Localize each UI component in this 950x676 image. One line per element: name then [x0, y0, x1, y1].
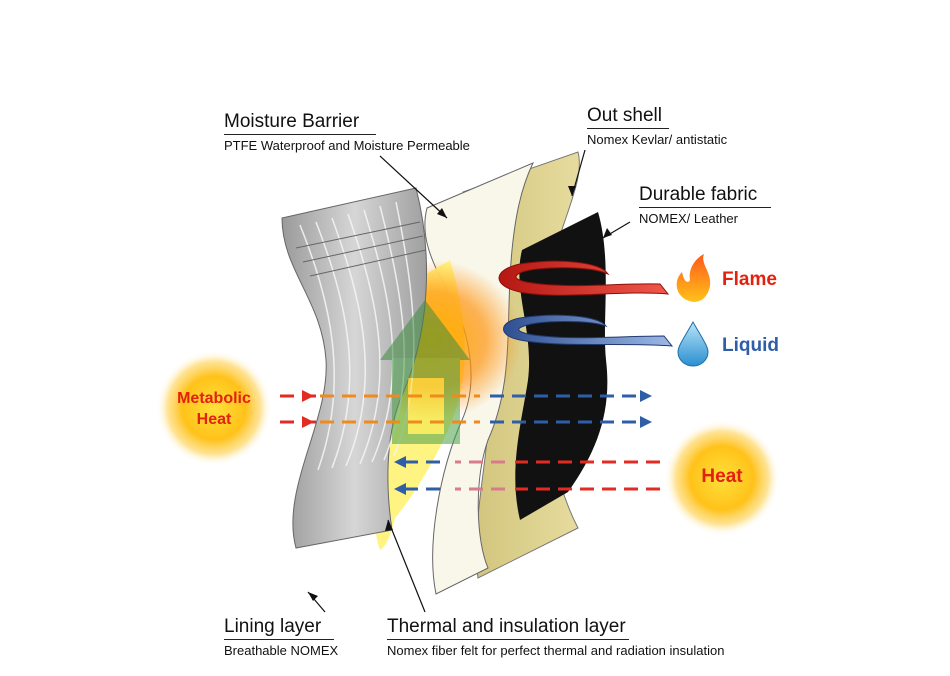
watermark-logo	[380, 300, 470, 444]
thermal-layer-rule	[387, 639, 629, 640]
durable-fabric-rule	[639, 207, 771, 208]
lining-seams	[295, 221, 427, 277]
heat-glow	[664, 420, 780, 536]
thermal-layer-title: Thermal and insulation layer	[387, 616, 626, 637]
thermal-layer-subtitle: Nomex fiber felt for perfect thermal and…	[387, 643, 725, 658]
metabolic-heat-arrows	[280, 394, 640, 424]
durable-fabric-title: Durable fabric	[639, 184, 758, 205]
heat-arrow-heads	[394, 456, 406, 495]
lining-layer-subtitle: Breathable NOMEX	[224, 643, 339, 658]
liquid-arrow	[503, 314, 674, 347]
flame-icon	[676, 254, 711, 302]
flame-arrow	[498, 260, 670, 296]
moisture-barrier-title: Moisture Barrier	[224, 111, 360, 132]
metabolic-heat-glow	[156, 350, 272, 466]
out-shell-rule	[587, 128, 669, 129]
heat-arrows	[405, 460, 660, 491]
liquid-label: Liquid	[722, 335, 779, 356]
out-shell-subtitle: Nomex Kevlar/ antistatic	[587, 132, 728, 147]
moisture-barrier-label: Moisture Barrier PTFE Waterproof and Moi…	[224, 111, 470, 154]
durable-fabric-label: Durable fabric NOMEX/ Leather	[639, 184, 771, 227]
metabolic-heat-label: Metabolic Heat	[177, 390, 251, 428]
moisture-barrier-subtitle: PTFE Waterproof and Moisture Permeable	[224, 138, 470, 153]
out-shell-label: Out shell Nomex Kevlar/ antistatic	[587, 105, 727, 148]
water-drop-icon	[677, 320, 709, 367]
moisture-barrier-rule	[224, 134, 376, 135]
durable-fabric-layer	[515, 212, 608, 520]
flame-label: Flame	[722, 269, 777, 290]
metabolic-arrow-heads	[302, 390, 652, 428]
lining-layer-label: Lining layer Breathable NOMEX	[224, 616, 338, 659]
out-shell-title: Out shell	[587, 105, 662, 126]
lining-layer-title: Lining layer	[224, 616, 322, 637]
lining-layer-rule	[224, 639, 334, 640]
thermal-layer-label: Thermal and insulation layer Nomex fiber…	[387, 616, 724, 659]
leader-arrow-heads	[308, 186, 612, 601]
durable-fabric-subtitle: NOMEX/ Leather	[639, 211, 738, 226]
heat-label: Heat	[701, 466, 743, 487]
